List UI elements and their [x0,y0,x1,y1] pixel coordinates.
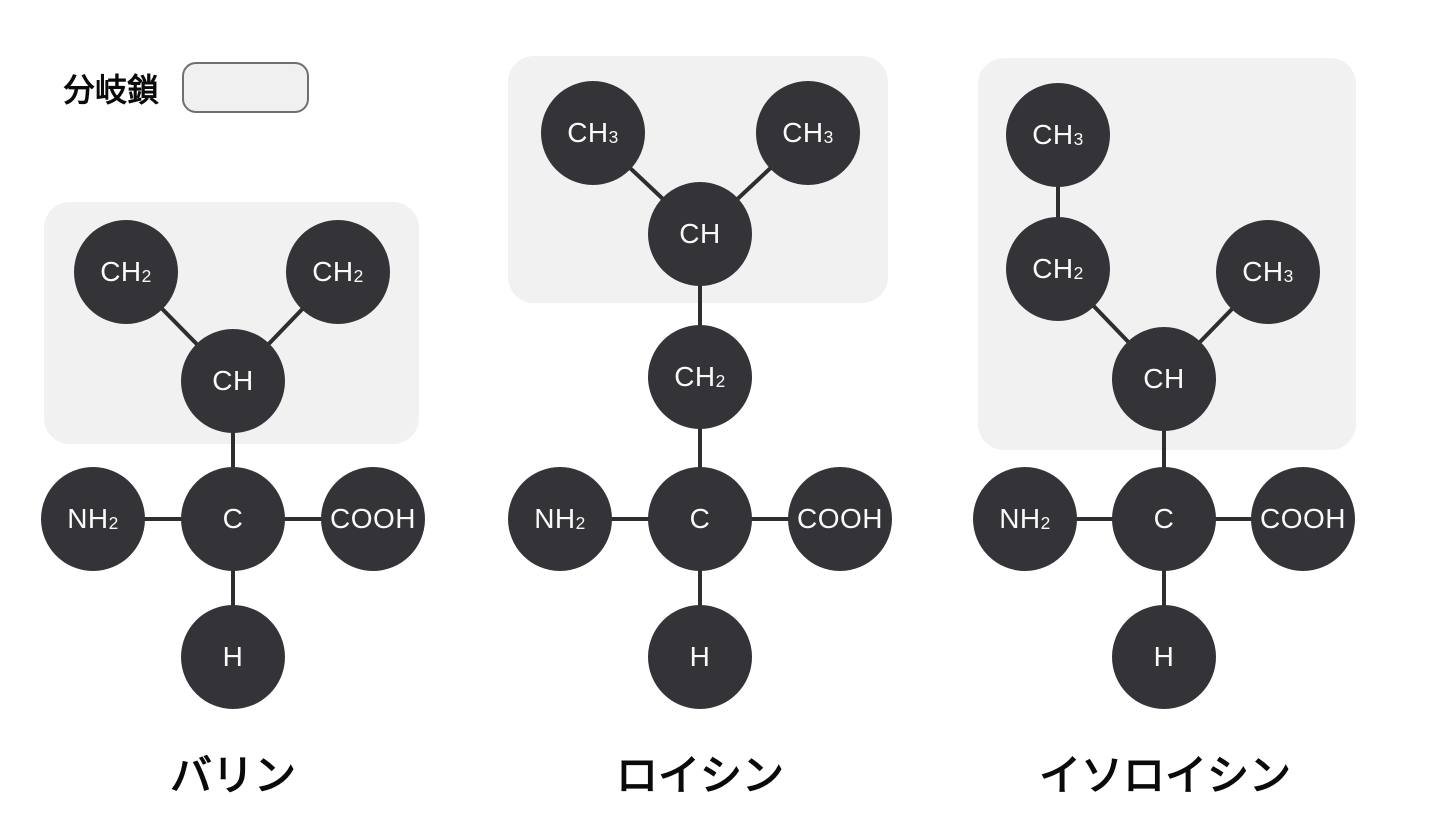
atom-label-sub: 3 [823,126,834,147]
atom-label: H [689,641,711,672]
atom-label: CH [782,117,824,148]
atom-label: CH [1032,119,1074,150]
atom-label: CH [679,218,721,249]
atom-label: CH [567,117,609,148]
legend-highlight-swatch [182,62,310,113]
molecule-name-isoleucine: イソロイシン [1038,752,1291,799]
atom-label: H [1153,641,1175,672]
leucine-atom-h: H [648,605,752,709]
atom-label-sub: 2 [141,265,152,286]
atom-label-sub: 2 [1073,262,1084,283]
leucine-atom-c: C [648,467,752,571]
atom-label: CH [1032,253,1074,284]
valine-atom-c: C [181,467,285,571]
valine-atom-h: H [181,605,285,709]
atom-label-sub: 2 [353,265,364,286]
atom-label-sub: 3 [608,126,619,147]
molecule-name-leucine: ロイシン [615,752,784,799]
atom-label: NH [534,503,576,534]
atom-label: NH [67,503,109,534]
atom-label-sub: 2 [575,512,586,533]
valine-atom-ch: CH [181,329,285,433]
atom-label: CH [212,365,254,396]
legend-label: 分岐鎖 [63,71,160,108]
atom-label-sub: 2 [1040,512,1051,533]
atom-label-sub: 3 [1073,128,1084,149]
atom-label: CH [674,361,716,392]
isoleucine-atom-c: C [1112,467,1216,571]
atom-label: C [689,503,711,534]
atom-label: H [222,641,244,672]
atom-label-sub: 3 [1283,265,1294,286]
atom-label: C [222,503,244,534]
molecule-name-valine: バリン [169,752,296,799]
atom-label: COOH [1260,503,1346,534]
atom-label: NH [999,503,1041,534]
isoleucine-atom-ch: CH [1112,327,1216,431]
legend: 分岐鎖 [63,62,310,113]
valine-atom-cooh: COOH [321,467,425,571]
atom-label: C [1153,503,1175,534]
atom-label-sub: 2 [715,370,726,391]
atom-label: CH [1242,256,1284,287]
leucine-atom-ch: CH [648,182,752,286]
leucine-atom-cooh: COOH [788,467,892,571]
isoleucine-atom-h: H [1112,605,1216,709]
atom-label: CH [312,256,354,287]
atom-label: CH [1143,363,1185,394]
atom-label: CH [100,256,142,287]
atom-label-sub: 2 [108,512,119,533]
isoleucine-atom-cooh: COOH [1251,467,1355,571]
atom-label: COOH [330,503,416,534]
atom-label: COOH [797,503,883,534]
